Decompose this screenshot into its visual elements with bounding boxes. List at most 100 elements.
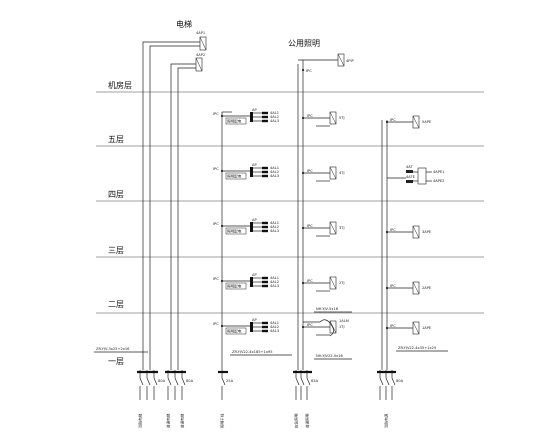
al-label: 4AL1 bbox=[270, 276, 279, 280]
public-box-label: 2TJ bbox=[339, 281, 345, 285]
switch-blade bbox=[306, 377, 311, 386]
fire-box-2 bbox=[406, 180, 413, 183]
public-box-label: 5TJ bbox=[339, 116, 345, 120]
floor-lines bbox=[96, 91, 484, 314]
switch-blade bbox=[221, 377, 226, 386]
elevator-riser-1 bbox=[142, 41, 200, 370]
ipc-tag: IPC bbox=[213, 167, 219, 171]
fire-box-label: 1APE bbox=[422, 326, 432, 330]
breaker bbox=[262, 229, 268, 233]
fire-cable-label: ZR-YJV22-4x35+1x25 bbox=[398, 346, 436, 350]
al-label: 4AL2 bbox=[270, 280, 279, 284]
switch-blade bbox=[295, 377, 300, 386]
public-box-label: 3TJ bbox=[339, 226, 345, 230]
ap-label: AP bbox=[252, 163, 257, 167]
breaker-group: 80A bbox=[167, 370, 194, 400]
floor-label-1f: 一层 bbox=[108, 357, 124, 366]
panel-bar bbox=[250, 222, 253, 232]
breaker bbox=[262, 280, 268, 284]
bottom-label: 消防电梯 bbox=[138, 413, 143, 428]
panel-bar bbox=[250, 167, 253, 177]
breaker bbox=[262, 325, 268, 329]
al-label: 4AL1 bbox=[270, 221, 279, 225]
bottom-labels: 消防电梯普通电梯普通电梯照明干线应急照明普通照明消防电源 bbox=[138, 413, 389, 428]
panel-bar bbox=[250, 322, 253, 332]
label-box-text: 照明配电 bbox=[227, 119, 242, 124]
switch-blade bbox=[167, 377, 172, 386]
breaker bbox=[262, 225, 268, 229]
switch-blade bbox=[181, 377, 186, 386]
breaker-rating: 25A bbox=[226, 379, 234, 383]
breaker bbox=[262, 170, 268, 174]
elevator-riser-1b bbox=[149, 45, 200, 370]
public-group: IPC 2TJ bbox=[301, 276, 345, 292]
fire-target-2: 4APE2 bbox=[433, 179, 444, 183]
ap-label: AP bbox=[252, 318, 257, 322]
fire-box-label: 3APE bbox=[422, 230, 432, 234]
al-label: 4AL3 bbox=[270, 174, 279, 178]
al-label: 4AL1 bbox=[270, 166, 279, 170]
public-group: IPC 4TJ bbox=[301, 166, 345, 182]
public-cable-label-1: NH-YJV-5x16 bbox=[316, 307, 339, 311]
breaker-group: 63A bbox=[295, 370, 319, 400]
label-box bbox=[225, 227, 247, 235]
al-label: 4AL1 bbox=[270, 321, 279, 325]
title-public-lighting: 公用照明 bbox=[288, 39, 320, 48]
switch-blade bbox=[300, 377, 305, 386]
fire-group: IPC 5APE bbox=[385, 115, 432, 129]
switch-blade bbox=[174, 377, 179, 386]
ap-label: AP bbox=[252, 108, 257, 112]
label-box bbox=[225, 327, 247, 335]
breaker-rating: 63A bbox=[311, 379, 319, 383]
ipc-tag: IPC bbox=[307, 169, 313, 173]
ipc-tag: IPC bbox=[390, 324, 396, 328]
al-label: 4AL3 bbox=[270, 119, 279, 123]
al-label: 4AL3 bbox=[270, 229, 279, 233]
breaker bbox=[262, 166, 268, 170]
roof-tag: IPC bbox=[306, 69, 312, 73]
transfer-box bbox=[417, 167, 427, 185]
ipc-tag: IPC bbox=[213, 277, 219, 281]
elevator-risers: 4AP1 4AP2 ZR-YJV-3x25+2x16 bbox=[94, 31, 207, 370]
panel-bar bbox=[250, 112, 253, 122]
ipc-tag: IPC bbox=[307, 279, 313, 283]
ground-box-label: 1ALM bbox=[339, 319, 349, 323]
switch-blade bbox=[385, 377, 390, 386]
fire-box-1-label: 4AT bbox=[406, 165, 413, 169]
al-label: 4AL1 bbox=[270, 111, 279, 115]
breaker bbox=[262, 119, 268, 123]
breaker bbox=[262, 111, 268, 115]
fire-box-2-label: 4ATE bbox=[406, 175, 416, 179]
label-box-text: 照明配电 bbox=[227, 284, 242, 289]
label-box bbox=[225, 172, 247, 180]
switch-blade bbox=[391, 377, 396, 386]
breaker bbox=[262, 321, 268, 325]
breaker-rating: 80A bbox=[396, 379, 404, 383]
roof-box-label: 4PIP bbox=[346, 59, 355, 63]
fire-box-label: 5APE bbox=[422, 120, 432, 124]
floor-label-4f: 四层 bbox=[108, 190, 124, 199]
al-label: 4AL2 bbox=[270, 115, 279, 119]
al-label: 4AL2 bbox=[270, 325, 279, 329]
public-box-label: 4TJ bbox=[339, 171, 345, 175]
floor-distribution-groups: IPC照明配电AP4AL14AL24AL3IPC照明配电AP4AL14AL24A… bbox=[213, 108, 279, 335]
elevator-riser-2 bbox=[170, 63, 196, 370]
bottom-label: 普通电梯 bbox=[180, 413, 185, 428]
label-box bbox=[225, 282, 247, 290]
bottom-label: 照明干线 bbox=[220, 413, 225, 428]
ipc-tag: IPC bbox=[390, 118, 396, 122]
al-label: 4AL3 bbox=[270, 329, 279, 333]
fire-elevator-4f: 4AT 4ATE 4APE1 4APE2 bbox=[387, 165, 444, 185]
switch-blade bbox=[146, 377, 151, 386]
bottom-label: 普通电梯 bbox=[166, 413, 171, 428]
switch-blade bbox=[139, 377, 144, 386]
